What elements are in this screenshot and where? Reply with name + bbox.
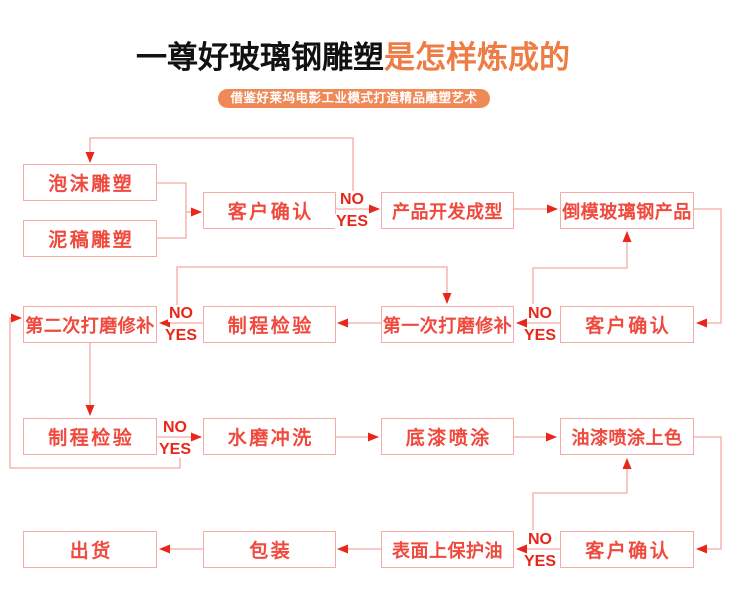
flow-node-kehu3: 客户确认	[560, 531, 694, 568]
decision-no-label-1: NO	[339, 191, 365, 208]
connector-no-loop-kehu2-daomo	[532, 231, 632, 304]
connector-daomo-kehu2	[694, 208, 722, 328]
connector-no-loop-zhicheng2-dierci	[9, 313, 181, 469]
flow-node-chanpin: 产品开发成型	[381, 192, 514, 229]
decision-no-label-4: NO	[162, 419, 188, 436]
flow-node-nigao: 泥稿雕塑	[23, 220, 157, 257]
flow-node-chuhuo: 出货	[23, 531, 157, 568]
connector-no-loop-row1	[85, 137, 354, 191]
flow-node-baozhuang: 包装	[203, 531, 336, 568]
flow-node-daomo: 倒模玻璃钢产品	[560, 192, 694, 229]
flow-node-diyici: 第一次打磨修补	[381, 306, 514, 343]
flow-node-paomo: 泡沫雕塑	[23, 164, 157, 201]
decision-yes-label-3: YES	[522, 327, 558, 344]
connector-no-loop-kehu3-youqi	[532, 458, 632, 530]
flow-node-diqi: 底漆喷涂	[381, 418, 514, 455]
flow-node-dierci: 第二次打磨修补	[23, 306, 157, 343]
flow-node-kehu1: 客户确认	[203, 192, 336, 229]
decision-yes-label-5: YES	[522, 553, 558, 570]
flow-node-biaomian: 表面上保护油	[381, 531, 514, 568]
connector-sculpt-bracket	[157, 182, 187, 239]
connector-no-loop-zhicheng1-diyici	[176, 266, 452, 305]
connector-youqi-kehu3	[694, 436, 722, 554]
decision-yes-label-2: YES	[163, 327, 199, 344]
decision-no-label-2: NO	[168, 305, 194, 322]
flow-node-zhicheng2: 制程检验	[23, 418, 157, 455]
decision-yes-label-1: YES	[334, 213, 370, 230]
flow-node-zhicheng1: 制程检验	[203, 306, 336, 343]
flow-node-shuimo: 水磨冲洗	[203, 418, 336, 455]
subtitle-banner: 借鉴好莱坞电影工业模式打造精品雕塑艺术	[218, 89, 490, 108]
decision-no-label-5: NO	[527, 531, 553, 548]
decision-yes-label-4: YES	[157, 441, 193, 458]
decision-no-label-3: NO	[527, 305, 553, 322]
flow-node-youqi: 油漆喷涂上色	[560, 418, 694, 455]
page-title: 一尊好玻璃钢雕塑是怎样炼成的	[0, 42, 706, 74]
flow-node-kehu2: 客户确认	[560, 306, 694, 343]
title-black-part: 一尊好玻璃钢雕塑	[136, 40, 384, 75]
title-orange-part: 是怎样炼成的	[384, 40, 570, 75]
